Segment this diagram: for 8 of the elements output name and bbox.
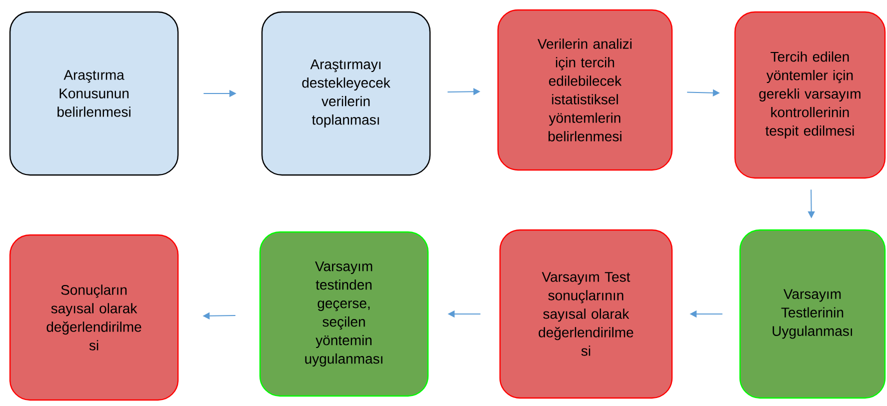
process-box: Varsayım testinden geçerse, seçilen yöntemin uygulanması [259,231,429,397]
process-box: Verilerin analizi için tercih edilebilecek istatistiksel yöntemlerin belirlenmesi [497,9,673,171]
process-box: Araştırma Konusunun belirlenmesi [9,11,179,176]
process-box: Sonuçların sayısal olarak değerlendirilme si [9,234,179,401]
process-box: Varsayım Test sonuçlarının sayısal olarak değerlendirilme si [499,229,673,399]
process-box: Varsayım Testlerinin Uygulanması [739,229,886,399]
process-box: Tercih edilen yöntemler için gerekli varsayım kontrollerinin tespit edilmesi [734,11,886,179]
process-box: Araştırmayı destekleyecek verilerin toplanması [261,11,431,176]
